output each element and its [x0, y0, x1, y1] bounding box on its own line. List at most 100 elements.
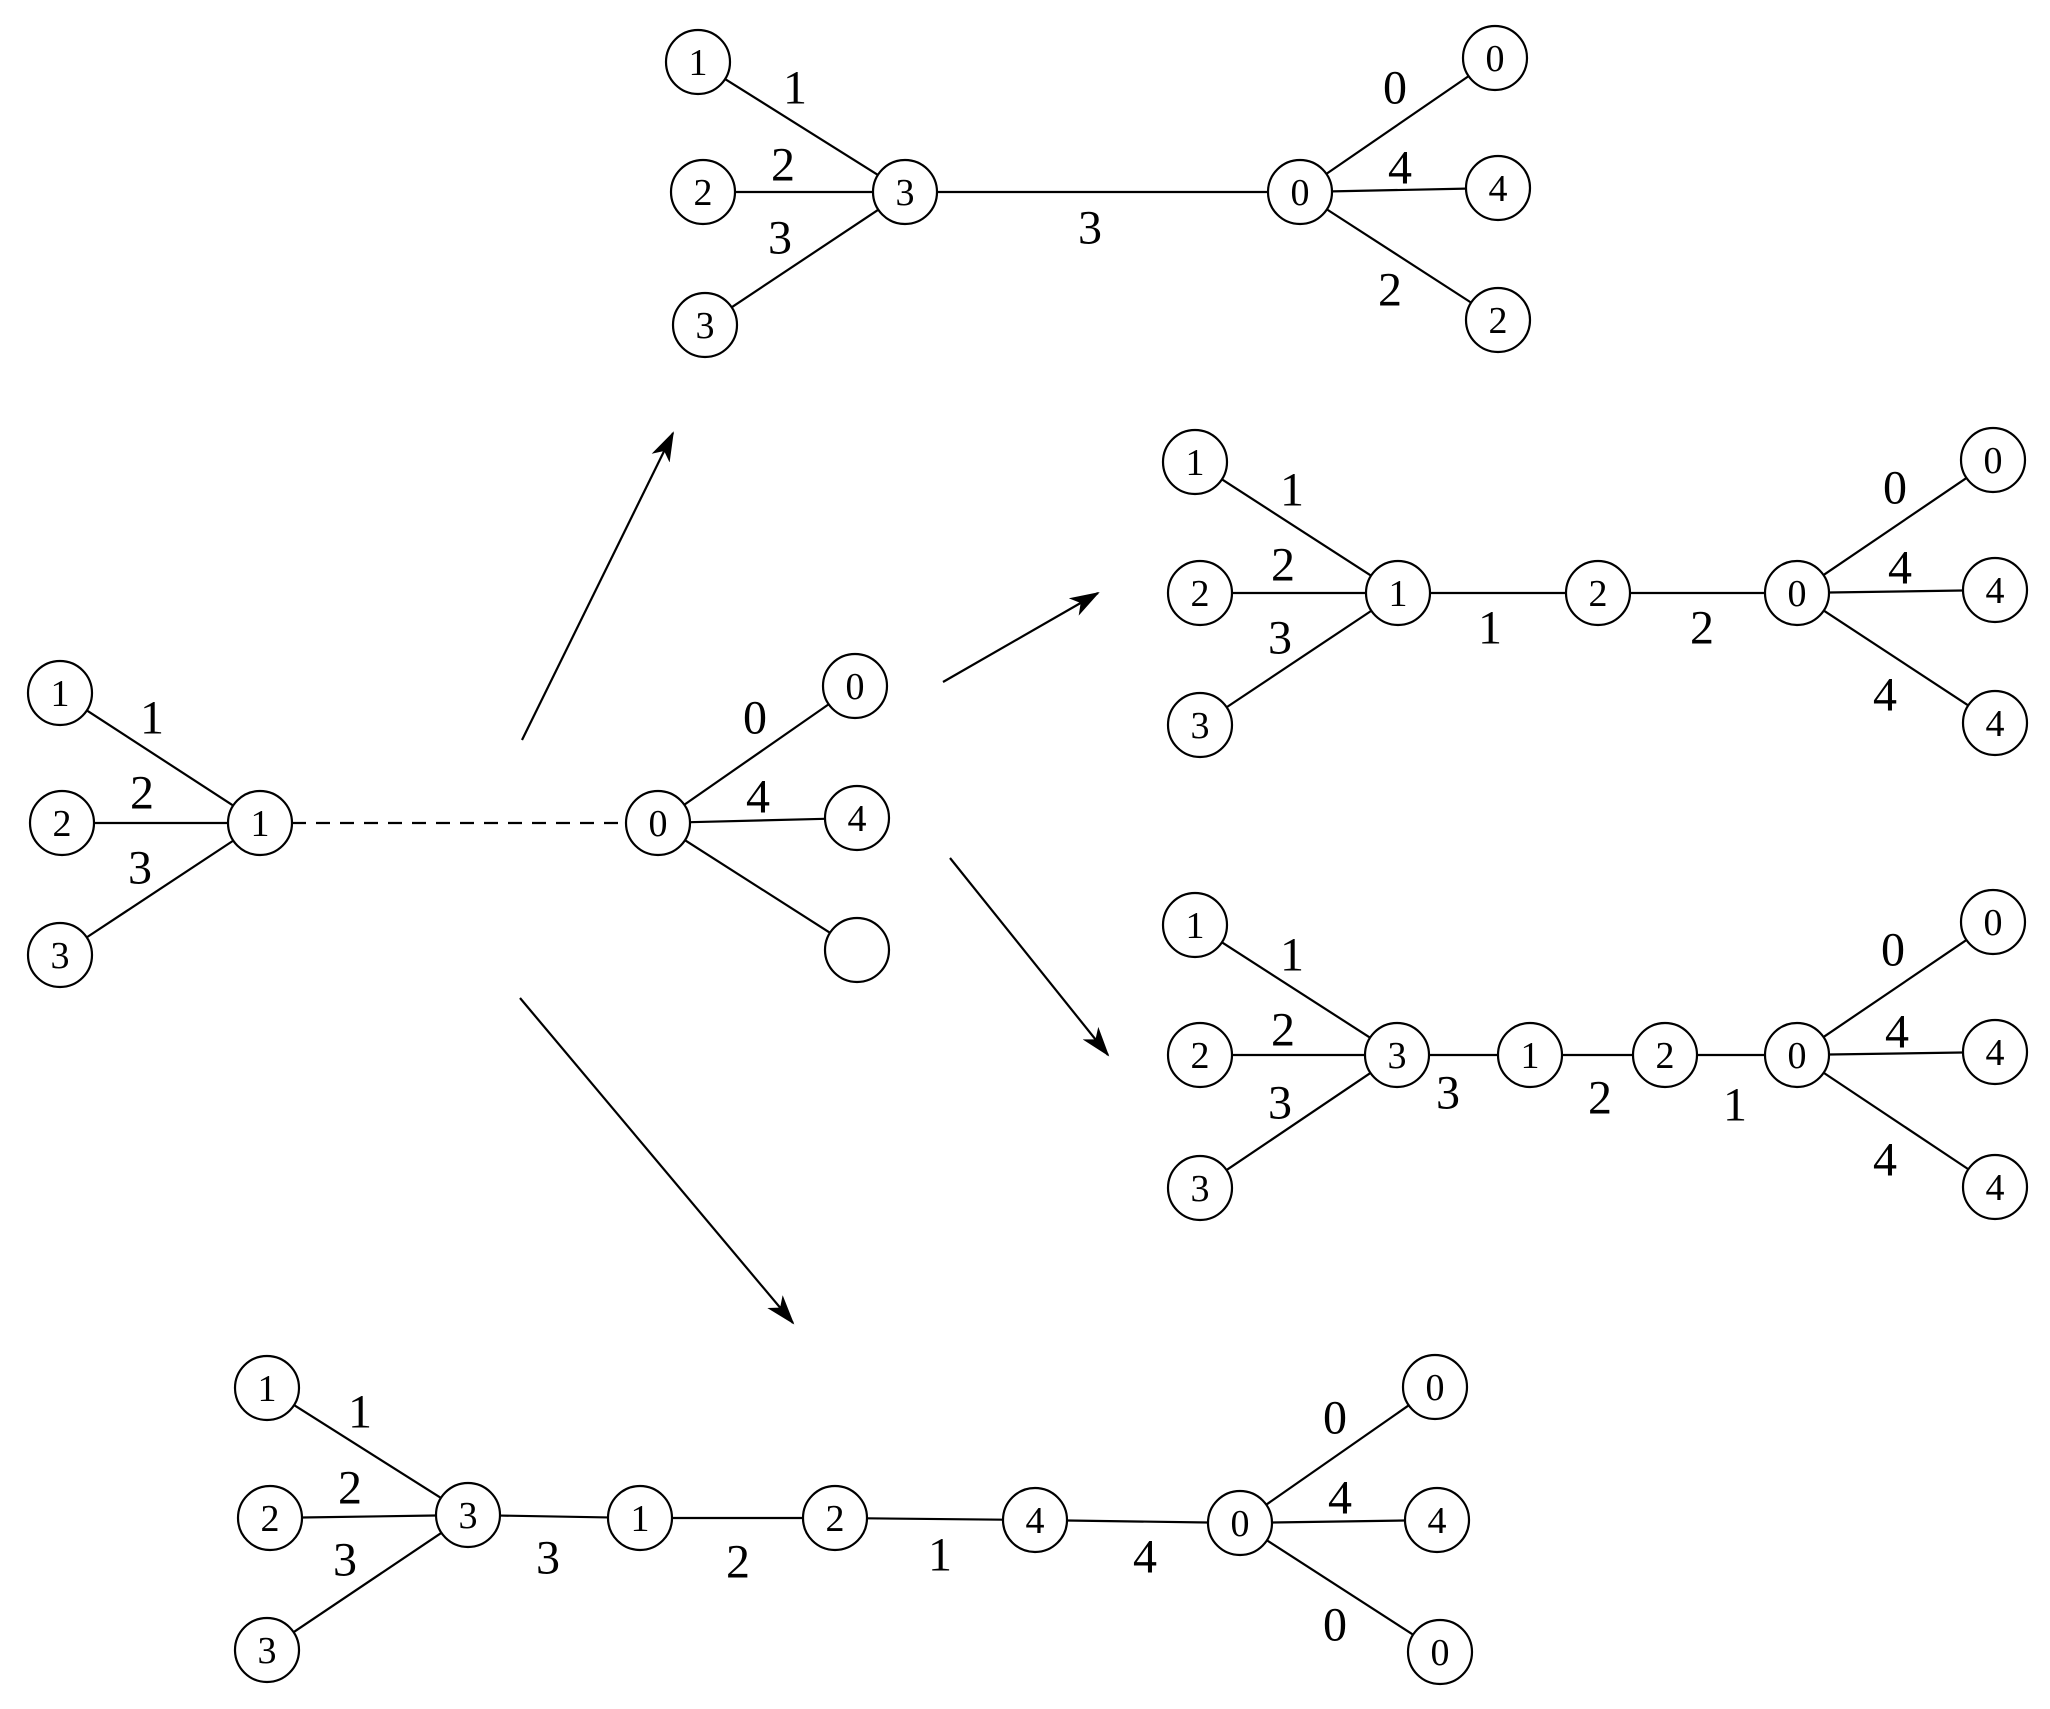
edge — [499, 1514, 609, 1519]
node-label: 3 — [51, 935, 70, 977]
transition-arrows — [519, 431, 1110, 1325]
node-label: 2 — [694, 172, 713, 214]
edge-label: 1 — [348, 1386, 372, 1439]
edge — [683, 703, 830, 806]
node — [1961, 556, 2029, 624]
node — [1166, 1021, 1234, 1089]
node-label: 3 — [1191, 1168, 1210, 1210]
node-label: 2 — [1589, 573, 1608, 615]
node — [26, 921, 94, 989]
node — [434, 1481, 502, 1549]
edge-label: 0 — [1383, 62, 1407, 115]
edge-label: 3 — [1268, 1077, 1292, 1130]
edge-label: 3 — [1078, 202, 1102, 255]
arrow-to-lower-right — [949, 857, 1110, 1057]
node — [26, 659, 94, 727]
edge-label: 1 — [1723, 1079, 1747, 1132]
node-label: 1 — [1186, 442, 1205, 484]
node — [1363, 1021, 1431, 1089]
node-label: 1 — [258, 1368, 277, 1410]
node — [1403, 1486, 1471, 1554]
node-label: 3 — [1191, 705, 1210, 747]
node-label: 0 — [1984, 440, 2003, 482]
node — [624, 789, 692, 857]
node — [1763, 1021, 1831, 1089]
edge — [1066, 1519, 1209, 1524]
edge-label: 4 — [1885, 1006, 1909, 1059]
node — [1464, 154, 1532, 222]
node — [1166, 691, 1234, 759]
edge — [1265, 1404, 1410, 1506]
node-label: 1 — [1521, 1035, 1540, 1077]
edge-label: 2 — [726, 1536, 750, 1589]
edge-label: 1 — [1280, 929, 1304, 982]
node-label: 3 — [258, 1630, 277, 1672]
node — [823, 916, 891, 984]
node-label: 4 — [1986, 703, 2005, 745]
node — [1461, 24, 1529, 92]
edge — [86, 709, 234, 807]
arrow-to-bottom — [519, 997, 795, 1325]
node — [606, 1484, 674, 1552]
edge-label: 4 — [1873, 1134, 1897, 1187]
edge-label: 1 — [1478, 602, 1502, 655]
node-label: 4 — [1489, 168, 1508, 210]
node — [871, 158, 939, 226]
node-label: 1 — [631, 1498, 650, 1540]
node — [821, 652, 889, 720]
edge-label: 2 — [1690, 602, 1714, 655]
node — [1763, 559, 1831, 627]
node-label: 0 — [1788, 573, 1807, 615]
node — [1631, 1021, 1699, 1089]
edge-label: 3 — [768, 212, 792, 265]
edge-label: 2 — [771, 139, 795, 192]
edge — [689, 817, 826, 824]
edge-label: 3 — [333, 1534, 357, 1587]
node — [1161, 891, 1229, 959]
node — [1406, 1618, 1474, 1686]
node — [1001, 1486, 1069, 1554]
node-label: 4 — [1986, 570, 2005, 612]
edge-label: 3 — [128, 842, 152, 895]
node — [1401, 1353, 1469, 1421]
node — [233, 1354, 301, 1422]
node — [1961, 689, 2029, 757]
edge-label: 4 — [1133, 1531, 1157, 1584]
node — [1961, 1153, 2029, 1221]
edge-label: 1 — [1280, 464, 1304, 517]
node — [1959, 426, 2027, 494]
edge-label: 3 — [1436, 1067, 1460, 1120]
edge-label: 0 — [1323, 1392, 1347, 1445]
node-label: 3 — [459, 1495, 478, 1537]
edge — [301, 1514, 437, 1519]
edge-label: 1 — [928, 1529, 952, 1582]
node-label: 2 — [261, 1498, 280, 1540]
edge-label: 4 — [1388, 142, 1412, 195]
edge — [1823, 609, 1969, 707]
edge-label: 4 — [1888, 542, 1912, 595]
node-label: 0 — [1231, 1503, 1250, 1545]
node-label: 0 — [1984, 902, 2003, 944]
edge — [724, 78, 879, 176]
edge — [1828, 589, 1964, 594]
edge-label: 4 — [1873, 669, 1897, 722]
node-label: 0 — [846, 666, 865, 708]
node — [823, 784, 891, 852]
node — [671, 291, 739, 359]
edge-label: 4 — [746, 771, 770, 824]
edge — [1271, 1519, 1406, 1524]
node-label: 4 — [1986, 1167, 2005, 1209]
node — [226, 789, 294, 857]
node — [1206, 1489, 1274, 1557]
arrow-to-middle-right — [942, 592, 1100, 683]
edge — [684, 839, 831, 934]
node — [1959, 888, 2027, 956]
edge-label: 1 — [783, 62, 807, 115]
edge-label: 3 — [1268, 612, 1292, 665]
